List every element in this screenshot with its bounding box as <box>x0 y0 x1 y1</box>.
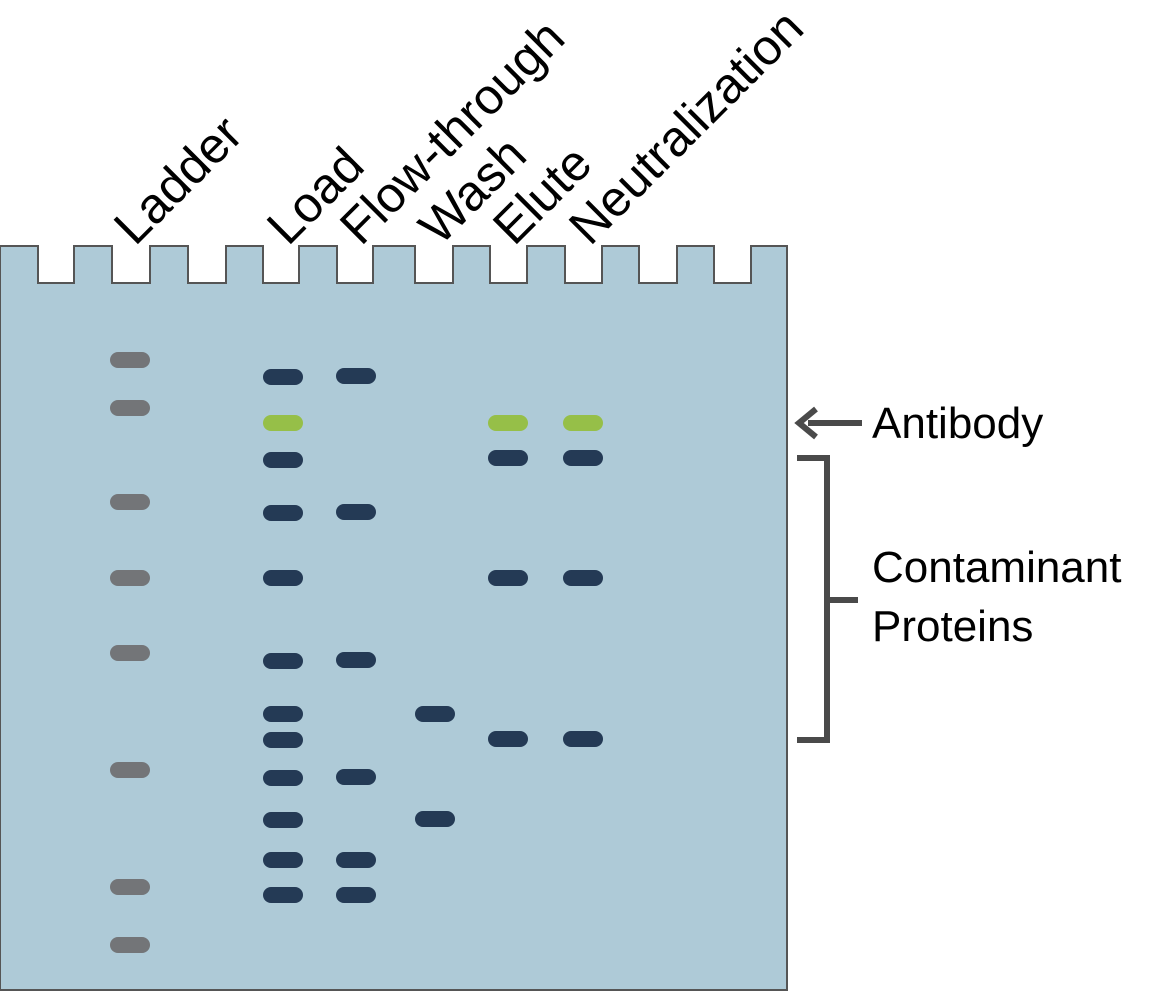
contaminant-label-line2: Proteins <box>872 602 1033 651</box>
protein-band <box>336 368 376 384</box>
protein-band <box>336 887 376 903</box>
lane-labels: Ladder Load Flow-through Wash Elute Neut… <box>103 0 814 255</box>
protein-band <box>563 570 603 586</box>
protein-band <box>336 504 376 520</box>
protein-band <box>415 706 455 722</box>
gel-body <box>0 245 788 991</box>
bands-layer <box>110 352 603 953</box>
contaminant-annotation: Contaminant Proteins <box>797 455 1121 743</box>
antibody-band <box>263 415 303 431</box>
protein-band <box>488 450 528 466</box>
ladder-band <box>110 494 150 510</box>
ladder-band <box>110 879 150 895</box>
ladder-band <box>110 762 150 778</box>
protein-band <box>336 652 376 668</box>
antibody-label: Antibody <box>872 399 1043 448</box>
protein-band <box>263 706 303 722</box>
antibody-annotation: Antibody <box>794 399 1043 448</box>
arrow-left-icon <box>794 406 862 440</box>
protein-band <box>263 887 303 903</box>
lane-label-neutralization: Neutralization <box>558 0 814 255</box>
protein-band <box>263 505 303 521</box>
protein-band <box>263 732 303 748</box>
protein-band <box>336 852 376 868</box>
bracket-icon <box>797 455 858 743</box>
ladder-band <box>110 937 150 953</box>
protein-band <box>488 731 528 747</box>
lane-label-ladder: Ladder <box>103 105 253 255</box>
ladder-band <box>110 352 150 368</box>
protein-band <box>488 570 528 586</box>
protein-band <box>263 653 303 669</box>
protein-band <box>336 769 376 785</box>
ladder-band <box>110 645 150 661</box>
contaminant-label-line1: Contaminant <box>872 543 1121 592</box>
protein-band <box>415 811 455 827</box>
antibody-band <box>488 415 528 431</box>
protein-band <box>263 812 303 828</box>
ladder-band <box>110 570 150 586</box>
protein-band <box>263 570 303 586</box>
protein-band <box>263 369 303 385</box>
ladder-band <box>110 400 150 416</box>
protein-band <box>263 852 303 868</box>
protein-band <box>263 452 303 468</box>
protein-band <box>563 450 603 466</box>
protein-band <box>563 731 603 747</box>
protein-band <box>263 770 303 786</box>
antibody-band <box>563 415 603 431</box>
